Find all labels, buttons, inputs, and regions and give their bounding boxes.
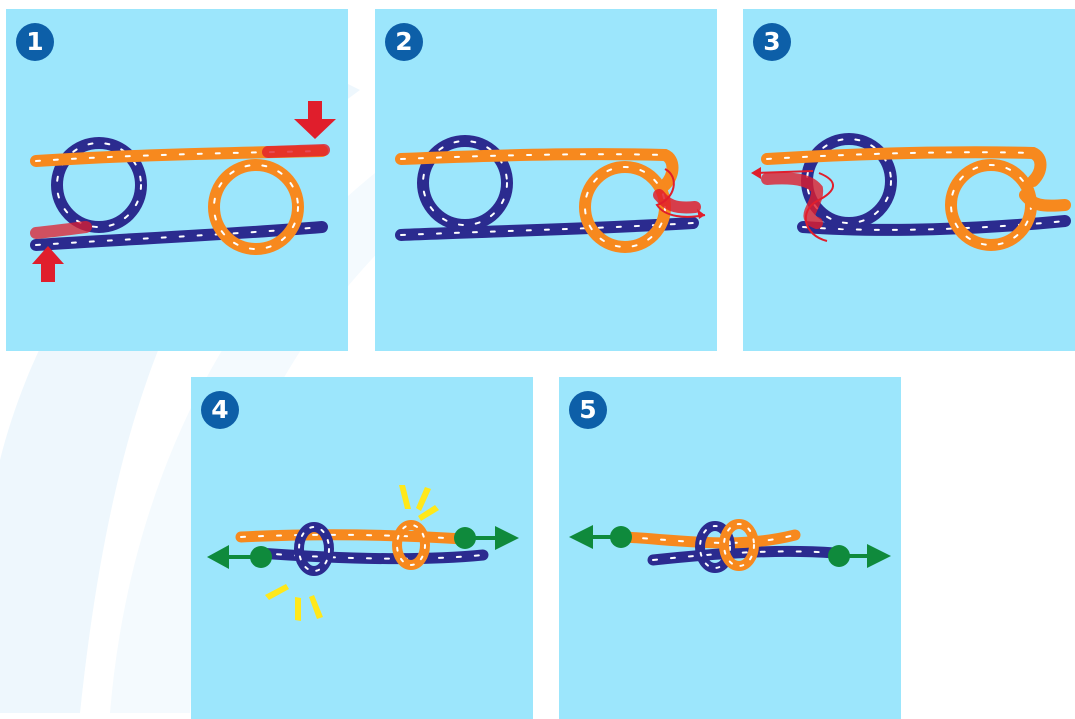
curved-arrow-icon bbox=[751, 167, 834, 242]
step-3-panel: 3 bbox=[743, 9, 1075, 351]
step-1-panel: 1 bbox=[6, 9, 348, 351]
down-arrow-icon bbox=[294, 101, 336, 139]
step-5-panel: 5 bbox=[559, 377, 901, 719]
up-arrow-icon bbox=[32, 246, 64, 282]
step-3-illustration bbox=[761, 133, 1071, 251]
step-5-illustration bbox=[619, 519, 841, 573]
step-number-badge: 2 bbox=[385, 23, 423, 61]
step-number-badge: 4 bbox=[201, 391, 239, 429]
curved-arrow-icon bbox=[655, 168, 706, 219]
step-2-illustration bbox=[395, 135, 701, 253]
tension-burst-icon bbox=[265, 485, 439, 621]
step-number-badge: 5 bbox=[569, 391, 607, 429]
step-4-panel: 4 bbox=[191, 377, 533, 719]
step-4-illustration bbox=[235, 520, 489, 576]
step-number-badge: 3 bbox=[753, 23, 791, 61]
pull-left-arrow-icon bbox=[569, 525, 632, 549]
step-number-badge: 1 bbox=[16, 23, 54, 61]
pull-left-arrow-icon bbox=[207, 545, 272, 569]
step-1-illustration bbox=[30, 137, 330, 255]
pull-right-arrow-icon bbox=[828, 544, 891, 568]
step-2-panel: 2 bbox=[375, 9, 717, 351]
pull-right-arrow-icon bbox=[454, 526, 519, 550]
